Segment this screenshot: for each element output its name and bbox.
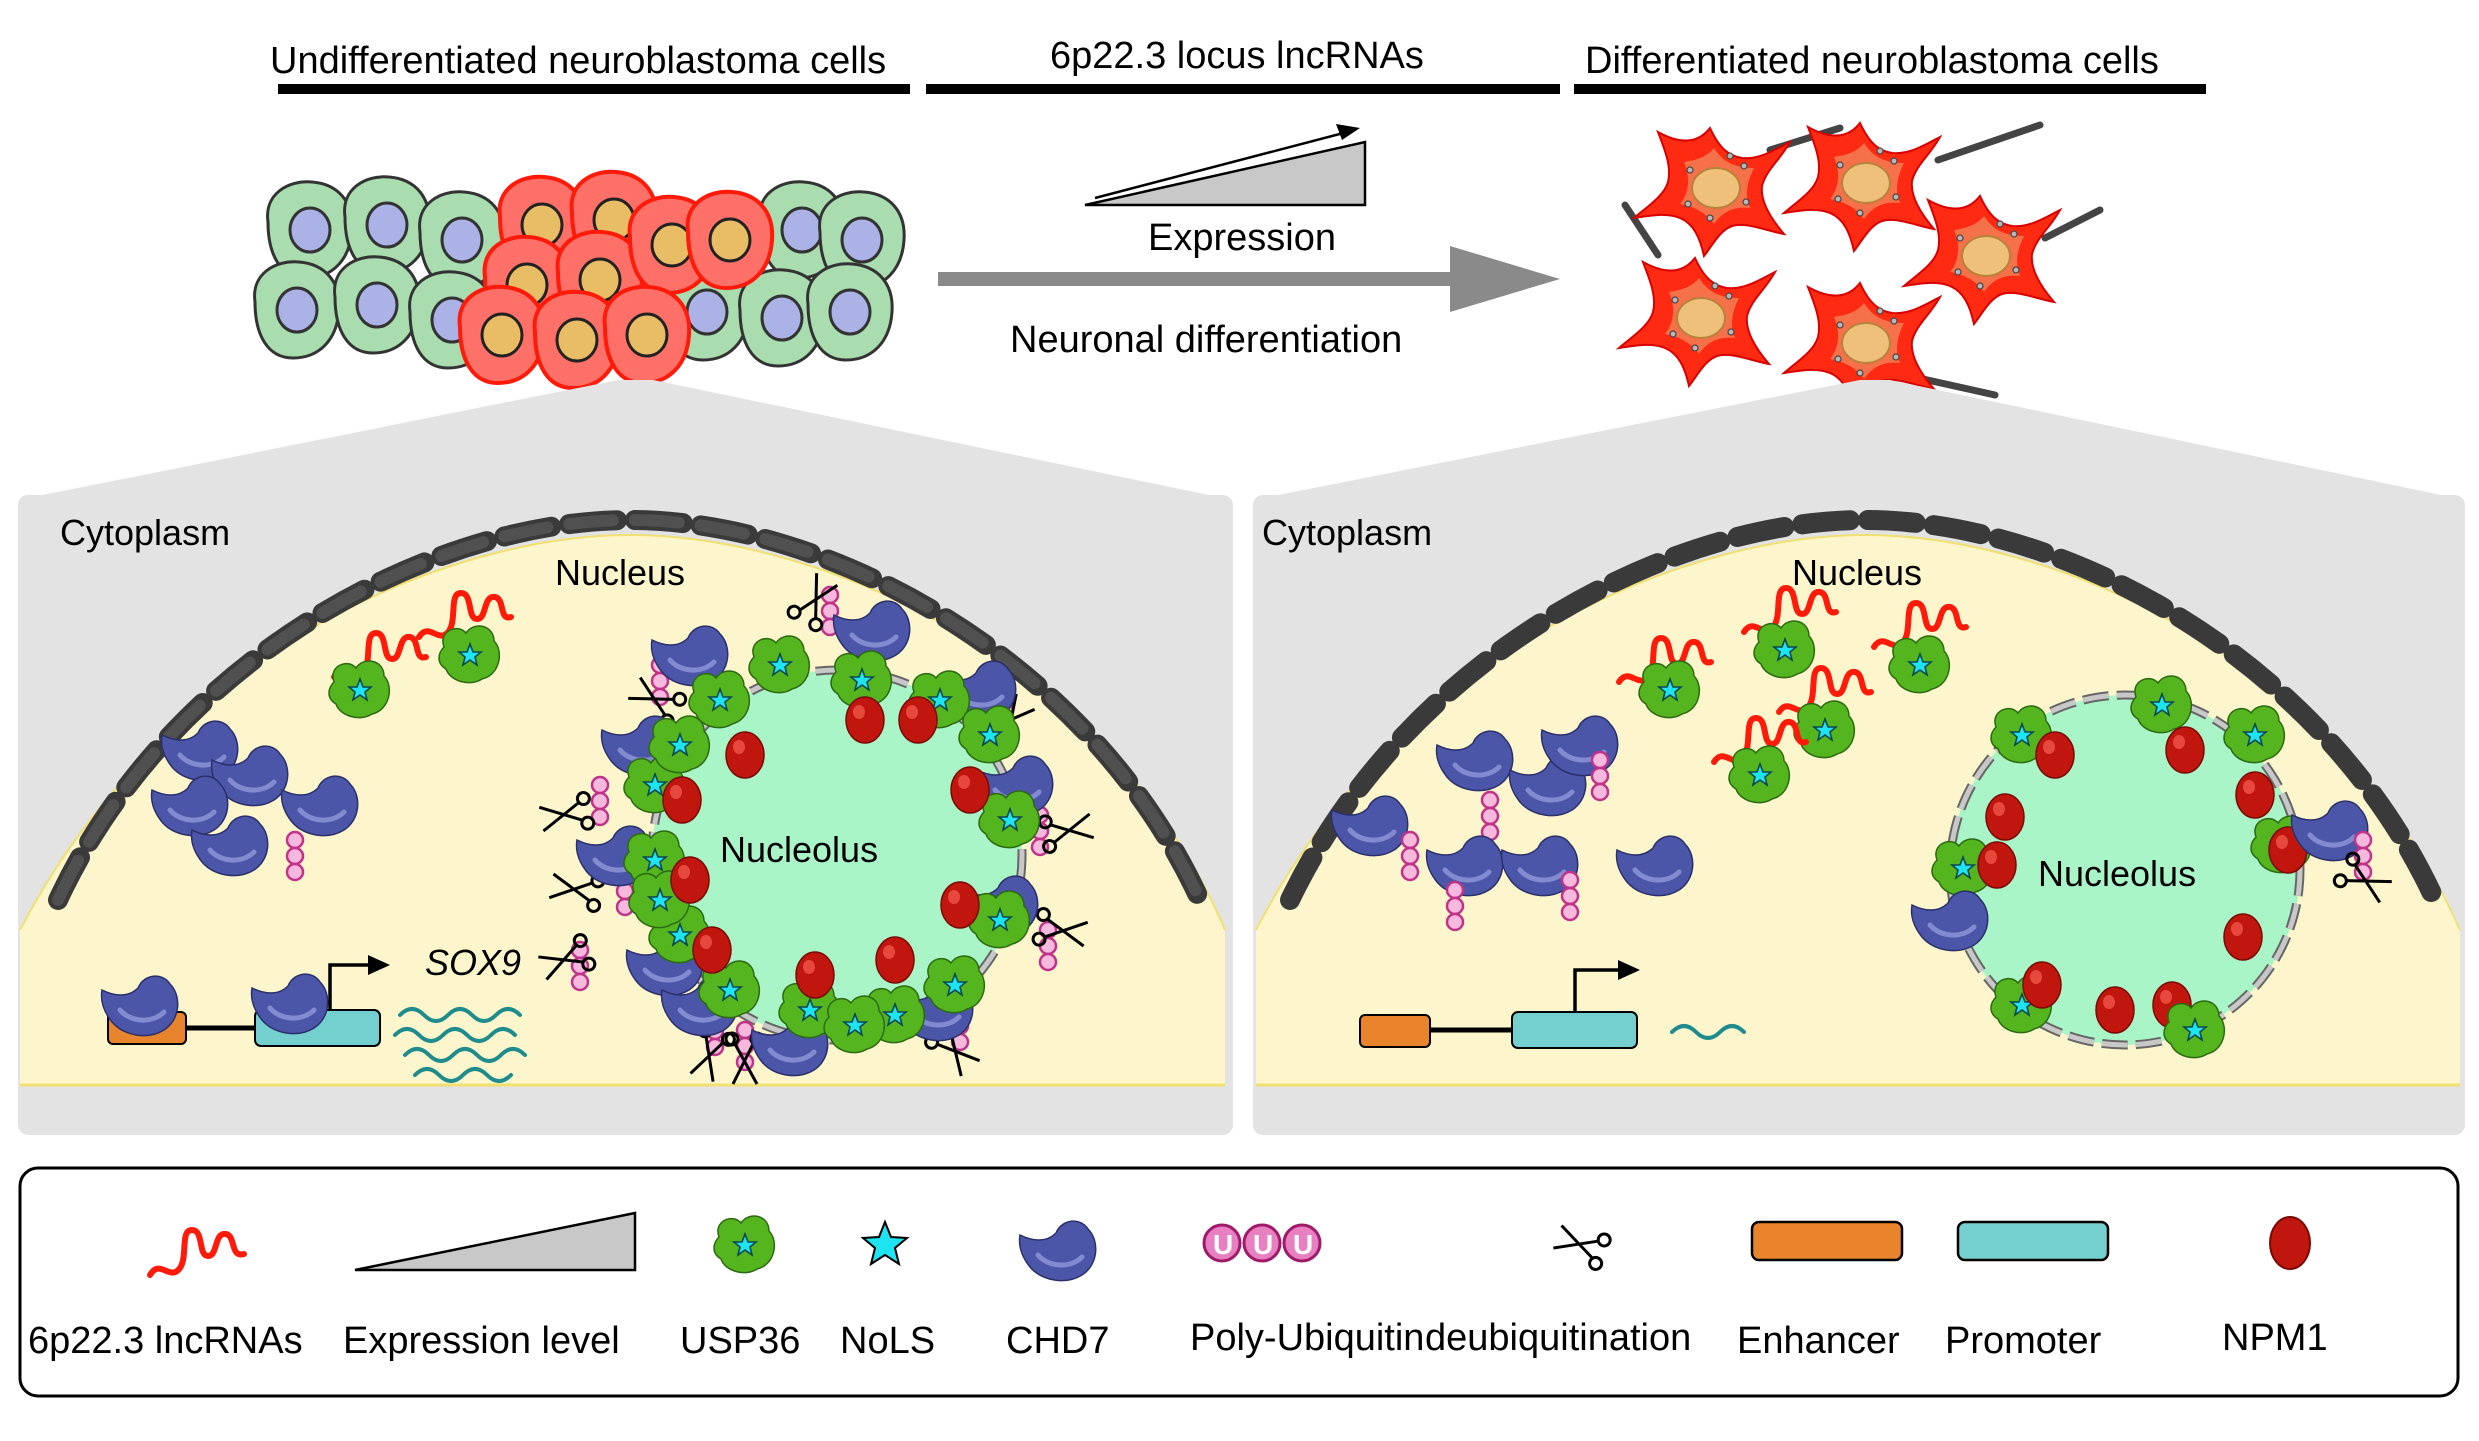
- legend-label-chd7: CHD7: [1006, 1320, 1109, 1362]
- legend-label-usp36: USP36: [680, 1320, 800, 1362]
- ubiquitin-bead-text-3: U: [1293, 1229, 1313, 1260]
- legend-label-npm1: NPM1: [2222, 1317, 2328, 1359]
- expression-wedge-icon: [354, 1211, 637, 1272]
- left-nucleus-label: Nucleus: [555, 552, 685, 593]
- right-cytoplasm-label: Cytoplasm: [1262, 512, 1432, 553]
- legend-label-expression: Expression level: [343, 1320, 620, 1362]
- right-nucleolus-label: Nucleolus: [2038, 853, 2196, 894]
- usp36-icon: [713, 1215, 776, 1274]
- center-title: 6p22.3 locus lncRNAs: [1050, 35, 1424, 77]
- left-zoom-funnel: [18, 380, 1233, 500]
- legend: 6p22.3 lncRNAs Expression level USP36 No…: [28, 1211, 2328, 1362]
- legend-label-promoter: Promoter: [1945, 1320, 2102, 1362]
- lncrna-icon: [147, 1226, 247, 1278]
- left-nucleolus-label: Nucleolus: [720, 829, 878, 870]
- legend-label-nols: NoLS: [840, 1320, 935, 1362]
- expression-wedge-arrow: [1084, 124, 1367, 207]
- left-title: Undifferentiated neuroblastoma cells: [270, 40, 886, 82]
- left-gene-locus: [101, 955, 527, 1083]
- expression-label: Expression: [1148, 217, 1336, 259]
- differentiation-arrow: [938, 246, 1560, 312]
- header-bars: [278, 84, 2206, 94]
- right-zoom-funnel: [1253, 380, 2465, 500]
- legend-label-lncrna: 6p22.3 lncRNAs: [28, 1320, 303, 1362]
- right-title: Differentiated neuroblastoma cells: [1585, 40, 2159, 82]
- ubiquitin-bead-text-1: U: [1213, 1229, 1233, 1260]
- differentiated-cell-cluster: [1618, 121, 2104, 412]
- polyubiquitin-icon: U U U: [1202, 1223, 1322, 1263]
- legend-label-enhancer: Enhancer: [1737, 1320, 1900, 1362]
- npm1-icon: [2269, 1216, 2311, 1270]
- ubiquitin-bead-text-2: U: [1253, 1229, 1273, 1260]
- undifferentiated-cell-cluster: [253, 169, 906, 390]
- differentiation-label: Neuronal differentiation: [1010, 319, 1402, 361]
- promoter-icon: [1956, 1220, 2110, 1262]
- legend-label-polyubiquitin: Poly-Ubiquitin: [1190, 1317, 1424, 1359]
- left-cytoplasm-label: Cytoplasm: [60, 512, 230, 553]
- legend-label-deubiquitination: deubiquitination: [1425, 1317, 1691, 1359]
- right-nucleus-label: Nucleus: [1792, 552, 1922, 593]
- right-gene-locus: [1359, 960, 1746, 1049]
- sox9-gene-label: SOX9: [425, 942, 521, 983]
- enhancer-icon: [1750, 1220, 1904, 1262]
- nols-star-icon: [860, 1219, 910, 1267]
